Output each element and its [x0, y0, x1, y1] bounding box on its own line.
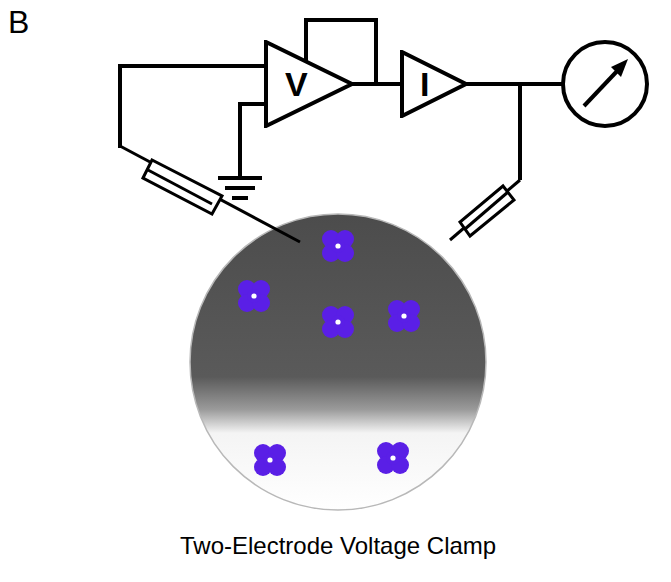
amplifier-label: I [420, 67, 429, 101]
wires [120, 20, 562, 180]
caption: Two-Electrode Voltage Clamp [180, 532, 496, 560]
channel-proteins [238, 230, 420, 476]
triangle-outline [400, 50, 468, 118]
meter-symbol [563, 42, 647, 126]
oocyte [190, 214, 486, 510]
wire [352, 84, 402, 85]
left-electrode [120, 146, 300, 242]
amplifier-label: V [285, 67, 308, 101]
panel-letter: B [8, 4, 29, 41]
amplifier-triangle: I [400, 50, 468, 118]
triangle-outline [264, 40, 354, 128]
ground-symbol [218, 178, 262, 198]
amplifier-triangle: V [264, 40, 354, 128]
right-electrode [450, 180, 520, 240]
